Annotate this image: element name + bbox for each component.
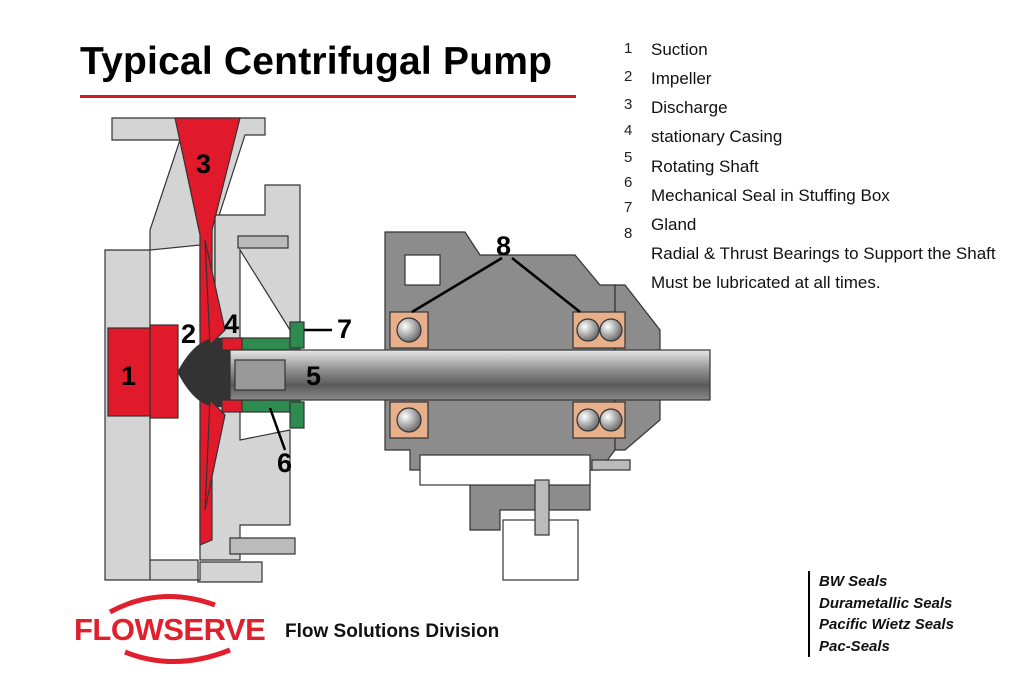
legend-number: 4 xyxy=(624,122,633,139)
legend-label: Radial & Thrust Bearings to Support the … xyxy=(651,244,996,263)
legend-number: 3 xyxy=(624,96,633,113)
seal-brand: Pac-Seals xyxy=(819,637,890,655)
callout-3: 3 xyxy=(196,149,211,179)
callout-5: 5 xyxy=(306,361,321,391)
callout-7: 7 xyxy=(337,314,352,344)
bearing-right xyxy=(572,311,626,439)
legend-label: Rotating Shaft xyxy=(651,157,759,176)
discharge-passage xyxy=(174,117,241,546)
gland xyxy=(289,321,305,349)
legend-number: 2 xyxy=(624,68,633,85)
legend-number: 7 xyxy=(624,199,633,216)
seal-brand: Durametallic Seals xyxy=(819,594,953,612)
callout-1: 1 xyxy=(121,361,136,391)
legend-label: Mechanical Seal in Stuffing Box xyxy=(651,186,890,205)
callout-4: 4 xyxy=(224,309,239,339)
bearing-left xyxy=(389,311,429,439)
callout-6: 6 xyxy=(277,448,292,478)
legend-number: 1 xyxy=(624,40,633,57)
suction-passage xyxy=(107,327,153,417)
division-name: Flow Solutions Division xyxy=(285,621,500,642)
legend-label: Must be lubricated at all times. xyxy=(651,273,881,292)
flowserve-logo: FLOWSERVE xyxy=(74,612,266,647)
legend-number: 5 xyxy=(624,149,633,166)
legend-number: 6 xyxy=(624,174,633,191)
page-title: Typical Centrifugal Pump xyxy=(80,40,553,83)
legend-label: Discharge xyxy=(651,98,728,117)
seal-brand: Pacific Wietz Seals xyxy=(819,616,954,633)
callout-8: 8 xyxy=(496,231,511,261)
legend-number: 8 xyxy=(624,225,633,242)
legend-label: Gland xyxy=(651,215,697,234)
legend-label: Impeller xyxy=(651,69,712,88)
callout-2: 2 xyxy=(181,319,196,349)
legend-label: Suction xyxy=(651,40,708,59)
seal-brand: BW Seals xyxy=(819,573,888,590)
title-underline xyxy=(80,95,576,98)
shaft xyxy=(229,349,711,401)
flowserve-logo-swoosh xyxy=(108,594,216,615)
seal-brands-list: BW Seals Durametallic Seals Pacific Wiet… xyxy=(808,571,954,657)
legend-label: stationary Casing xyxy=(651,127,783,146)
